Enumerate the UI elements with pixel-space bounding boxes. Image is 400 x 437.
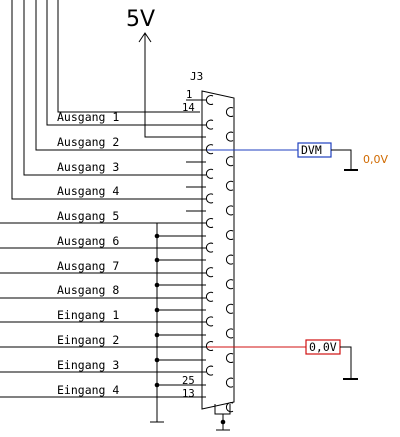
connector-pin [206,95,214,105]
connector-j3: J3 1 14 25 13 [182,70,235,431]
connector-pin [226,180,234,191]
signal-label: Eingang 1 [57,308,119,322]
connector-pin [206,291,214,302]
pin-label-14: 14 [182,102,195,114]
connector-pin [206,267,214,278]
dvm-label: DVM [301,143,322,157]
connector-pin [206,144,214,155]
power-5v: 5V [126,7,206,138]
signal-labels: Ausgang 1 Ausgang 2 Ausgang 3 Ausgang 4 … [57,110,119,397]
dvm-probe: DVM 0,0V [207,142,388,171]
connector-pin [226,107,234,117]
left-wires [0,222,206,398]
wire-ausgang-2 [35,0,206,151]
connector-pin [226,254,234,265]
pin-label-1: 1 [186,89,192,101]
signal-label: Eingang 2 [57,333,119,347]
connector-pin [226,156,234,167]
signal-label: Ausgang 2 [57,135,119,149]
connector-pin [206,242,214,253]
pin-stubs [157,99,206,386]
connector-ref: J3 [190,70,203,83]
signal-label: Eingang 4 [57,383,119,397]
power-wire [144,33,206,138]
connector-body [201,90,235,410]
connector-pin [206,193,214,204]
connector-pin [206,119,214,130]
dvm-reading: 0,0V [363,153,388,166]
connector-pin [226,205,234,216]
connector-pin [206,218,214,228]
connector-pin [226,230,234,240]
connector-pin [226,377,234,388]
signal-label: Ausgang 4 [57,184,119,198]
connector-pin [226,402,234,413]
wire-ausgang-1-ext [46,0,206,126]
connector-pin [226,279,234,290]
top-bus-lines [11,0,206,200]
wire-ausgang-3 [23,0,206,176]
power-label: 5V [126,7,155,32]
pin-label-25: 25 [182,375,195,387]
connector-pin [206,341,214,351]
ground-bus [150,223,164,423]
signal-label: Eingang 3 [57,358,119,372]
probe-label: 0,0V [309,340,337,354]
pin-label-13: 13 [182,388,195,400]
signal-label: Ausgang 1 [57,110,119,124]
probe-ground-wire [340,346,352,379]
signal-label: Ausgang 3 [57,160,119,174]
connector-pin [226,328,234,339]
connector-pin [206,316,214,327]
connector-contacts [206,95,234,413]
connector-pin [206,168,214,179]
dvm-ground-wire [331,149,352,170]
connector-pin [206,365,214,376]
signal-label: Ausgang 6 [57,234,119,248]
connector-pin [226,353,234,363]
connector-pin [226,131,234,142]
wire-ausgang-1 [57,0,200,113]
signal-label: Ausgang 5 [57,209,119,223]
wire-ausgang-4 [11,0,206,200]
signal-label: Ausgang 7 [57,259,119,273]
voltage-probe: 0,0V [207,339,358,380]
connector-pin [226,303,234,314]
signal-label: Ausgang 8 [57,283,119,297]
